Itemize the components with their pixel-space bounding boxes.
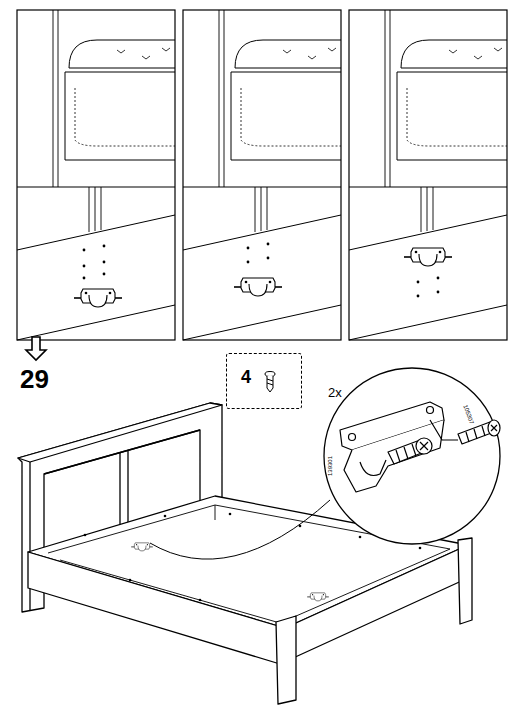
part-number: 139301 xyxy=(327,456,333,476)
parts-box: 4 xyxy=(226,353,302,409)
quantity: 2x xyxy=(328,386,342,399)
step-number: 29 xyxy=(20,366,49,392)
quantity: 4 xyxy=(241,367,251,388)
